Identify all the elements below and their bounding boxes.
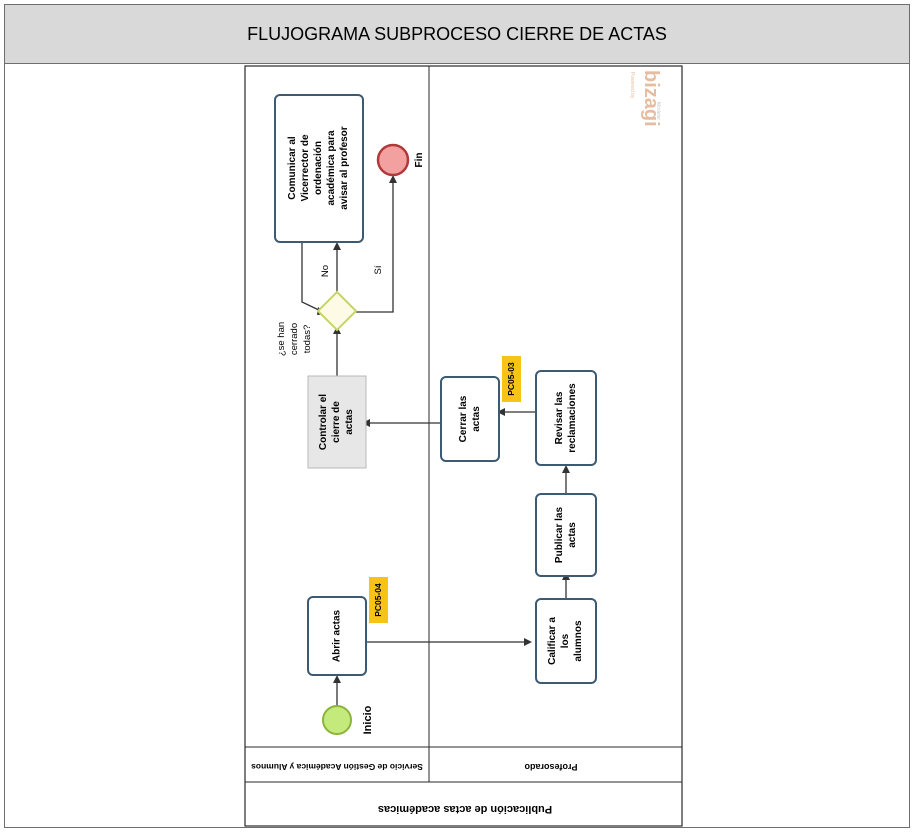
task-calificar-line-1: Calificar a — [547, 617, 558, 665]
arrow-to-calificar — [524, 638, 532, 646]
pool-title: Publicación de actas académicas — [378, 803, 552, 815]
task-comunicar-label: Comunicar al Vicerrector de ordenación a… — [287, 126, 350, 209]
task-controlar-line-3: actas — [344, 409, 355, 435]
task-calificar — [535, 598, 597, 684]
task-revisar — [535, 370, 597, 466]
badge-pc05-03 — [502, 356, 521, 402]
arrow-to-abrir — [333, 675, 341, 683]
task-controlar-line-1: Controlar el — [318, 394, 329, 450]
badge-pc05-04-label: PC05-04 — [373, 583, 383, 617]
task-publicar — [535, 493, 597, 577]
lane-title-profesorado: Profesorado — [524, 762, 578, 772]
gateway-question-line-3: todas? — [302, 325, 313, 354]
gateway-question-line-2: cerrado — [289, 323, 300, 355]
task-cerrar-line-1: Cerrar las — [458, 395, 469, 442]
arrow-to-revisar — [562, 465, 570, 473]
task-revisar-line-2: reclamaciones — [567, 383, 578, 453]
task-comunicar-line-2: Vicerrector de — [300, 134, 311, 202]
arrow-to-cerrar — [497, 408, 505, 416]
badge-pc05-03-label: PC05-03 — [506, 362, 516, 396]
edge-label-no: No — [320, 265, 331, 277]
lane-title-servicio: Servicio de Gestión Académica y Alumnos — [251, 762, 423, 772]
gateway-decision — [316, 290, 358, 332]
task-cerrar — [440, 376, 500, 462]
page-title: FLUJOGRAMA SUBPROCESO CIERRE DE ACTAS — [5, 5, 909, 64]
task-abrir-actas — [307, 596, 367, 676]
task-controlar — [307, 375, 367, 469]
flowchart-diagram: Publicación de actas académicas Servicio… — [244, 65, 683, 827]
task-comunicar-line-3: ordenación — [313, 141, 324, 195]
task-publicar-label: Publicar las actas — [554, 506, 578, 563]
task-calificar-line-3: alumnos — [573, 620, 584, 662]
task-controlar-label: Controlar el cierre de actas — [318, 394, 355, 450]
watermark-powered: Powered by — [629, 72, 635, 99]
end-event — [376, 143, 410, 177]
bizagi-watermark: Powered by bizagi Modeler — [629, 70, 662, 127]
task-comunicar — [274, 94, 364, 243]
connectors — [301, 179, 567, 705]
task-cerrar-line-2: actas — [471, 406, 482, 432]
task-controlar-line-2: cierre de — [331, 401, 342, 443]
edge-decision-fin — [356, 179, 394, 313]
edge-comunicar-decision — [301, 242, 324, 313]
edge-label-si: Sí — [373, 265, 384, 274]
start-event — [322, 705, 352, 735]
task-comunicar-line-5: avisar al profesor — [339, 126, 350, 209]
task-comunicar-line-4: académica para — [326, 130, 337, 205]
page-frame: FLUJOGRAMA SUBPROCESO CIERRE DE ACTAS — [4, 4, 910, 828]
gateway-question-label: ¿se han cerrado todas? — [276, 322, 313, 356]
task-revisar-line-1: Revisar las — [554, 391, 565, 444]
task-comunicar-line-1: Comunicar al — [287, 136, 298, 200]
arrow-to-comunicar — [333, 242, 341, 250]
task-revisar-label: Revisar las reclamaciones — [554, 383, 578, 453]
task-cerrar-label: Cerrar las actas — [458, 395, 482, 442]
watermark-modeler: Modeler — [655, 102, 661, 120]
task-publicar-line-1: Publicar las — [554, 506, 565, 563]
task-calificar-label: Calificar a los alumnos — [547, 617, 584, 665]
end-event-label: Fin — [414, 153, 425, 168]
watermark-brand: bizagi — [640, 70, 662, 127]
task-publicar-line-2: actas — [567, 522, 578, 548]
gateway-question-line-1: ¿se han — [276, 322, 287, 356]
badge-pc05-04 — [369, 577, 388, 623]
arrow-to-fin — [389, 175, 397, 183]
start-event-label: Inicio — [362, 705, 374, 734]
task-abrir-actas-label: Abrir actas — [332, 609, 343, 662]
task-calificar-line-2: los — [560, 633, 571, 648]
